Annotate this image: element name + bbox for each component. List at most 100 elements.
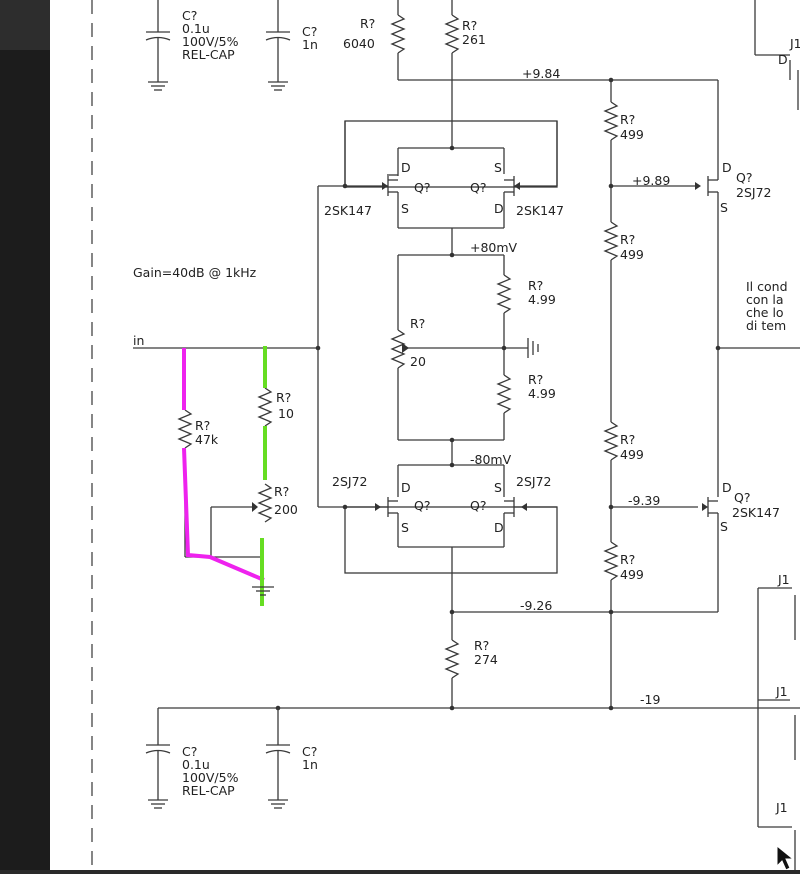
voltage-label: +9.89 <box>632 173 670 188</box>
right-edge-partial-circuit <box>754 0 799 870</box>
transistor-ref-label: Q? <box>414 498 430 513</box>
resistor-value-label: 274 <box>474 652 498 667</box>
pin-label: J1 <box>775 684 788 699</box>
resistor-value-label: 4.99 <box>528 386 556 401</box>
cap-value-label: 0.1u <box>182 757 210 772</box>
resistor-ref-label: R? <box>360 16 375 31</box>
pin-label: D <box>722 480 732 495</box>
schematic-diagram[interactable]: C? 0.1u 100V/5% REL-CAP C? 1n R? 6040 R?… <box>50 0 800 871</box>
pin-label: S <box>401 520 409 535</box>
resistor-ref-label: R? <box>620 552 635 567</box>
capacitor-bottom-0-1u <box>145 708 171 809</box>
part-number-label: 2SJ72 <box>332 474 367 489</box>
lower-supply-rail <box>158 611 800 709</box>
resistor-ref-label: R? <box>195 418 210 433</box>
cap-type-label: REL-CAP <box>182 47 235 62</box>
resistor-ref-label: R? <box>528 278 543 293</box>
cap-type-label: REL-CAP <box>182 783 235 798</box>
resistor-value-label: 499 <box>620 567 644 582</box>
cap-ref-label: C? <box>182 8 197 23</box>
resistor-ladder-499 <box>603 80 619 708</box>
resistor-ref-label: R? <box>620 232 635 247</box>
resistor-ref-label: R? <box>474 638 489 653</box>
input-label: in <box>133 333 144 348</box>
voltage-label: -80mV <box>470 452 512 467</box>
note-text-line: con la <box>746 292 784 307</box>
pin-label: J1 <box>775 800 788 815</box>
cap-ref-label: C? <box>302 744 317 759</box>
note-text-line: Il cond <box>746 279 788 294</box>
pin-label: D <box>778 52 788 67</box>
capacitor-top-0-1u <box>145 0 171 82</box>
transistor-ref-label: Q? <box>470 180 486 195</box>
resistor-value-label: 10 <box>278 406 294 421</box>
resistor-261 <box>444 0 460 148</box>
transistor-ref-label: Q? <box>414 180 430 195</box>
transistor-ref-label: Q? <box>736 170 752 185</box>
pin-label: D <box>722 160 732 175</box>
note-text-line: che lo <box>746 305 784 320</box>
resistor-ref-label: R? <box>462 18 477 33</box>
cap-ref-label: C? <box>182 744 197 759</box>
resistor-value-label: 261 <box>462 32 486 47</box>
part-number-label: 2SJ72 <box>736 185 771 200</box>
voltage-label: -9.39 <box>628 493 660 508</box>
trim-network <box>390 228 539 465</box>
feedback-network <box>177 387 273 558</box>
pin-label: S <box>494 160 502 175</box>
transistor-ref-label: Q? <box>734 490 750 505</box>
voltage-label: +9.84 <box>522 66 560 81</box>
cap-value-label: 1n <box>302 757 318 772</box>
schematic-canvas[interactable]: C? 0.1u 100V/5% REL-CAP C? 1n R? 6040 R?… <box>50 0 800 871</box>
pin-label: J1 <box>777 572 790 587</box>
capacitor-top-1n <box>265 0 291 82</box>
cap-ref-label: C? <box>302 24 317 39</box>
partial-label: J1 <box>789 36 800 51</box>
output-transistor-2sj72 <box>611 170 719 497</box>
pin-label: S <box>720 200 728 215</box>
cap-rating-label: 100V/5% <box>182 34 239 49</box>
resistor-value-label: 20 <box>410 354 426 369</box>
cap-rating-label: 100V/5% <box>182 770 239 785</box>
cap-value-label: 0.1u <box>182 21 210 36</box>
upper-dual-jfet-2sk147 <box>318 120 558 229</box>
voltage-label: -19 <box>640 692 660 707</box>
voltage-label: +80mV <box>470 240 518 255</box>
sidebar-panel <box>0 0 50 870</box>
resistor-value-label: 200 <box>274 502 298 517</box>
part-number-label: 2SK147 <box>732 505 780 520</box>
sidebar-highlight <box>0 0 50 50</box>
part-number-label: 2SK147 <box>516 203 564 218</box>
cap-value-label: 1n <box>302 37 318 52</box>
mouse-cursor-icon <box>776 844 795 871</box>
resistor-value-label: 6040 <box>343 36 375 51</box>
resistor-ref-label: R? <box>410 316 425 331</box>
resistor-ref-label: R? <box>274 484 289 499</box>
ground-symbol <box>148 81 168 91</box>
pin-label: D <box>494 520 504 535</box>
part-number-label: 2SJ72 <box>516 474 551 489</box>
resistor-ref-label: R? <box>276 390 291 405</box>
note-text-line: di tem <box>746 318 786 333</box>
resistor-value-label: 499 <box>620 247 644 262</box>
pin-label: D <box>401 160 411 175</box>
pin-label: D <box>401 480 411 495</box>
transistor-ref-label: Q? <box>470 498 486 513</box>
pin-label: S <box>494 480 502 495</box>
gain-annotation: Gain=40dB @ 1kHz <box>133 265 257 280</box>
input-bus <box>133 186 319 507</box>
resistor-value-label: 499 <box>620 447 644 462</box>
resistor-value-label: 4.99 <box>528 292 556 307</box>
magenta-highlight-stroke <box>182 348 265 582</box>
ground-symbol <box>252 586 274 596</box>
resistor-value-label: 499 <box>620 127 644 142</box>
green-highlight-stroke <box>260 346 267 606</box>
pin-label: D <box>494 201 504 216</box>
resistor-ref-label: R? <box>620 112 635 127</box>
ground-symbol <box>268 81 288 91</box>
resistor-ref-label: R? <box>620 432 635 447</box>
resistor-6040 <box>390 0 719 170</box>
resistor-value-label: 47k <box>195 432 219 447</box>
pin-label: S <box>401 201 409 216</box>
